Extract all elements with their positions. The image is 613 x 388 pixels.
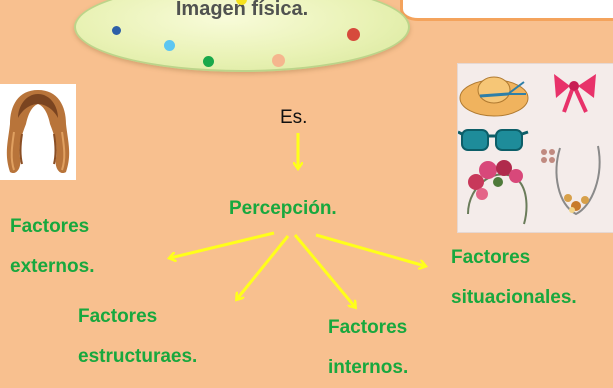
accessories-illustration [457, 74, 601, 225]
arrow-to-situacionales [315, 233, 425, 266]
peach-dot-icon [272, 54, 285, 67]
red-dot-icon [347, 28, 360, 41]
factor-internos: Factores internos. [328, 317, 409, 378]
light-blue-dot-icon [164, 40, 175, 51]
arrows-layer [0, 133, 613, 380]
hat-icon [459, 76, 529, 117]
arrow-to-estructurales [237, 235, 290, 299]
earrings-icon [541, 149, 555, 163]
arrow-to-externos [170, 231, 275, 258]
bow-icon [554, 74, 596, 113]
sunglasses-icon [457, 129, 529, 151]
blue-dot-icon [112, 26, 121, 35]
relation-label: Es. [280, 107, 308, 128]
hair-illustration [6, 90, 70, 174]
factor-situacionales: Factores situacionales. [451, 247, 577, 308]
green-dot-icon [203, 56, 214, 67]
flower-crown-icon [467, 160, 528, 225]
accessories-image [457, 63, 613, 233]
hair-image [0, 84, 76, 180]
yellow-dot-icon [236, 0, 247, 5]
factor-estructurales: Factores estructuraes. [78, 306, 198, 367]
corner-banner [400, 0, 613, 21]
title-text: Imagen física. [175, 0, 309, 20]
center-node: Percepción. [229, 198, 337, 219]
factor-externos: Factores externos. [10, 216, 95, 277]
necklace-icon [555, 145, 601, 216]
arrow-to-internos [293, 234, 355, 307]
